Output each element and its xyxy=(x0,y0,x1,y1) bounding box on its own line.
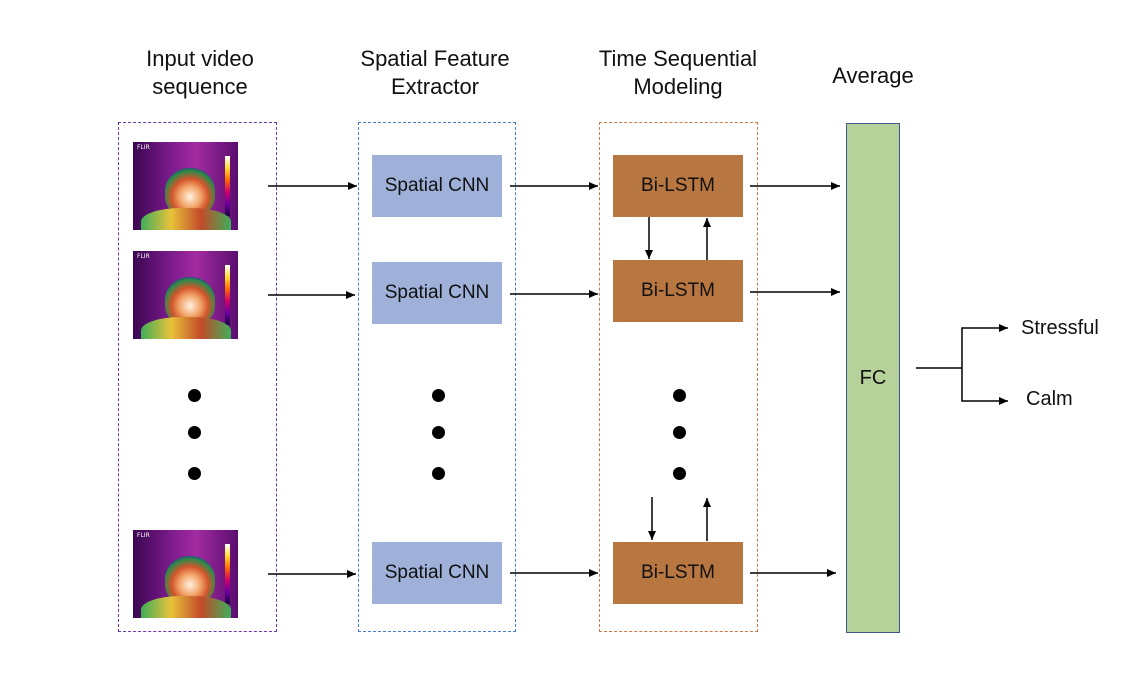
frame-brand-label: FLIR xyxy=(137,144,150,151)
ellipsis-dot xyxy=(188,389,201,402)
ellipsis-dot xyxy=(188,467,201,480)
bi-lstm-block-2: Bi-LSTM xyxy=(613,260,743,322)
output-label-stressful: Stressful xyxy=(1021,317,1099,339)
color-scale-bar xyxy=(225,544,230,604)
color-scale-bar xyxy=(225,265,230,325)
average-column-title: Average xyxy=(832,63,914,88)
thermal-frame-n: FLIR xyxy=(133,530,238,618)
ellipsis-dot xyxy=(673,389,686,402)
spatial-panel xyxy=(358,122,516,632)
fc-block: FC xyxy=(846,123,900,633)
shoulders-thermal xyxy=(141,317,231,339)
ellipsis-dot xyxy=(432,467,445,480)
spatial-cnn-block-n: Spatial CNN xyxy=(372,542,502,604)
arrow-to-calm xyxy=(961,368,1008,405)
bi-lstm-block-n: Bi-LSTM xyxy=(613,542,743,604)
ellipsis-dot xyxy=(432,389,445,402)
input-panel xyxy=(118,122,277,632)
bi-lstm-block-1: Bi-LSTM xyxy=(613,155,743,217)
ellipsis-dot xyxy=(673,467,686,480)
ellipsis-dot xyxy=(432,426,445,439)
shoulders-thermal xyxy=(141,208,231,230)
spatial-cnn-block-1: Spatial CNN xyxy=(372,155,502,217)
spatial-column-title: Spatial Feature Extractor xyxy=(360,46,510,99)
output-label-calm: Calm xyxy=(1026,388,1073,410)
frame-brand-label: FLIR xyxy=(137,253,150,260)
color-scale-bar xyxy=(225,156,230,216)
ellipsis-dot xyxy=(673,426,686,439)
thermal-frame-1: FLIR xyxy=(133,142,238,230)
ellipsis-dot xyxy=(188,426,201,439)
temporal-column-title: Time Sequential Modeling xyxy=(598,46,758,99)
shoulders-thermal xyxy=(141,596,231,618)
spatial-cnn-block-2: Spatial CNN xyxy=(372,262,502,324)
arrow-to-stressful xyxy=(961,324,1008,368)
temporal-panel xyxy=(599,122,758,632)
input-column-title: Input video sequence xyxy=(146,46,254,99)
thermal-frame-2: FLIR xyxy=(133,251,238,339)
frame-brand-label: FLIR xyxy=(137,532,150,539)
